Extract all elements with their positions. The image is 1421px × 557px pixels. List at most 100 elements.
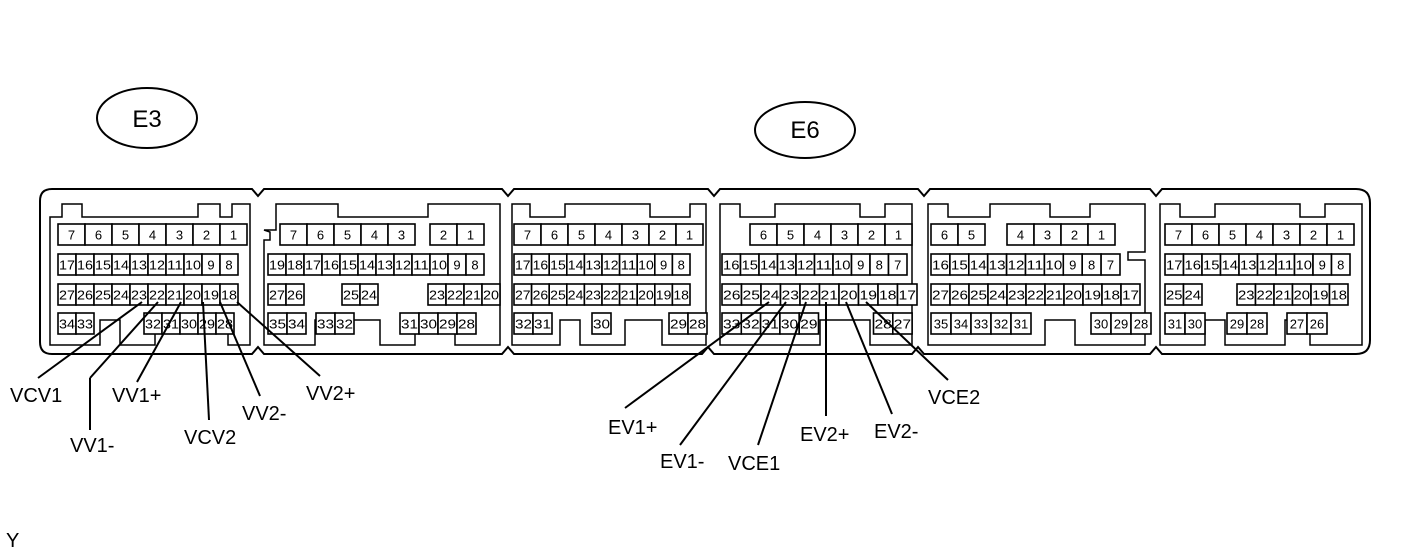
- pin-number: 6: [1202, 228, 1209, 243]
- pin-number: 1: [1098, 228, 1105, 243]
- pin-number: 3: [1283, 228, 1290, 243]
- pin-cell: [1182, 283, 1203, 306]
- pin-cell: [387, 223, 416, 246]
- pin-number: 16: [77, 258, 93, 273]
- pin-number: 4: [814, 228, 821, 243]
- pin-number: 29: [1114, 317, 1128, 332]
- pin-number: 5: [578, 228, 585, 243]
- pin-number: 23: [585, 288, 601, 303]
- pin-cell: [481, 283, 501, 306]
- signal-vcv2: VCV2: [184, 427, 236, 449]
- pin-number: 25: [343, 288, 359, 303]
- pin-number: 20: [1294, 288, 1311, 303]
- pin-number: 7: [1175, 228, 1182, 243]
- pin-number: 10: [638, 258, 654, 273]
- pin-number: 8: [1088, 258, 1095, 273]
- pin-number: 17: [1122, 288, 1139, 303]
- pin-number: 15: [341, 258, 357, 273]
- pin-number: 1: [230, 228, 237, 243]
- pin-number: 6: [317, 228, 324, 243]
- pin-number: 5: [344, 228, 351, 243]
- block-6-frame: [1159, 203, 1363, 346]
- signal-vv2-plus: VV2+: [306, 383, 355, 405]
- pin-number: 21: [1046, 288, 1063, 303]
- lead-ev1-plus: [624, 301, 770, 409]
- pin-number: 13: [1240, 258, 1257, 273]
- pin-number: 2: [1071, 228, 1078, 243]
- pin-number: 12: [797, 258, 814, 273]
- pin-number: 25: [550, 288, 566, 303]
- pin-number: 31: [1168, 317, 1182, 332]
- pin-number: 28: [1134, 317, 1148, 332]
- pin-number: 15: [1203, 258, 1220, 273]
- block-4-frame: [719, 203, 913, 346]
- lead-vv2-minus: [219, 301, 261, 397]
- pin-cell: [884, 223, 913, 246]
- pin-cell: [1100, 253, 1121, 276]
- signal-ev2-minus: EV2-: [874, 421, 918, 443]
- pin-number: 27: [1290, 317, 1304, 332]
- pin-number: 11: [413, 258, 429, 273]
- pin-number: 19: [203, 288, 219, 303]
- pin-number: 10: [1045, 258, 1062, 273]
- lead-vv2-plus: [236, 301, 321, 377]
- pin-number: 1: [467, 228, 474, 243]
- pin-number: 19: [656, 288, 672, 303]
- pin-cell: [591, 312, 612, 335]
- pin-number: 26: [533, 288, 549, 303]
- pin-number: 23: [782, 288, 800, 303]
- pin-number: 9: [1069, 258, 1076, 273]
- pin-number: 18: [287, 258, 303, 273]
- pin-number: 32: [515, 317, 532, 332]
- pin-number: 18: [879, 288, 897, 303]
- pin-number: 26: [723, 288, 741, 303]
- pin-number: 5: [787, 228, 794, 243]
- pin-number: 30: [593, 317, 610, 332]
- pin-number: 17: [305, 258, 321, 273]
- pin-number: 17: [59, 258, 75, 273]
- pin-number: 21: [1275, 288, 1292, 303]
- pin-cell: [456, 223, 485, 246]
- pin-number: 19: [269, 258, 285, 273]
- pin-number: 7: [524, 228, 531, 243]
- signal-vce1: VCE1: [728, 453, 780, 475]
- pin-number: 25: [95, 288, 111, 303]
- pin-number: 5: [968, 228, 975, 243]
- pin-number: 11: [621, 258, 637, 273]
- block-1-frame: [49, 203, 251, 346]
- pin-number: 9: [207, 258, 214, 273]
- pin-number: 21: [167, 288, 183, 303]
- pin-number: 5: [122, 228, 129, 243]
- pin-number: 28: [1250, 317, 1264, 332]
- pin-number: 4: [371, 228, 378, 243]
- pin-number: 33: [77, 317, 93, 332]
- pin-number: 26: [951, 288, 968, 303]
- pin-cell: [1326, 223, 1355, 246]
- pin-number: 16: [932, 258, 949, 273]
- pin-number: 26: [1310, 317, 1324, 332]
- signal-vv1-plus: VV1+: [112, 385, 161, 407]
- pin-number: 22: [1257, 288, 1274, 303]
- pin-number: 20: [185, 288, 201, 303]
- pin-number: 34: [954, 317, 968, 332]
- lead-vv1-minus: [89, 301, 159, 379]
- pin-number: 27: [59, 288, 75, 303]
- pin-number: 25: [1166, 288, 1183, 303]
- pin-number: 17: [1166, 258, 1183, 273]
- pin-number: 15: [742, 258, 759, 273]
- pin-number: 32: [994, 317, 1008, 332]
- pin-number: 32: [742, 317, 759, 332]
- pin-cell: [891, 312, 913, 335]
- pin-number: 13: [989, 258, 1006, 273]
- pin-number: 24: [762, 288, 780, 303]
- pin-number: 4: [605, 228, 612, 243]
- signal-vce2: VCE2: [928, 387, 980, 409]
- pin-number: 23: [1238, 288, 1255, 303]
- pin-number: 34: [59, 317, 75, 332]
- pin-number: 20: [483, 288, 499, 303]
- pin-number: 32: [336, 317, 353, 332]
- pin-number: 13: [585, 258, 601, 273]
- pin-number: 16: [323, 258, 339, 273]
